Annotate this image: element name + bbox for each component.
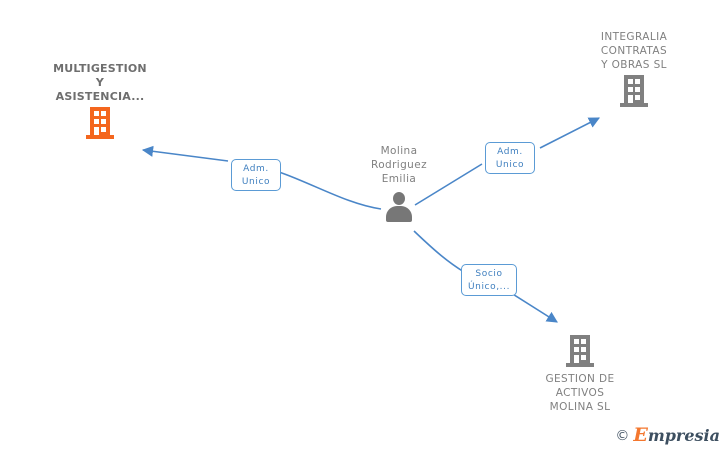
edge-line-integralia-head [539,117,600,149]
building-icon [86,107,114,139]
edge-line-integralia [414,163,483,206]
watermark-brand-rest: mpresia [647,426,720,445]
watermark-brand: Empresia [633,424,720,446]
edge-line-gestion-head [507,290,558,323]
node-label-gestion: GESTION DE ACTIVOS MOLINA SL [545,373,615,413]
edge-line-gestion [413,230,465,273]
building-icon [566,335,594,367]
watermark: © Empresia [615,424,720,446]
node-label-person: Molina Rodriguez Emilia [370,145,428,185]
edge-label-multigestion[interactable]: Adm. Unico [231,159,281,191]
edge-label-integralia[interactable]: Adm. Unico [485,142,535,174]
node-gestion[interactable]: GESTION DE ACTIVOS MOLINA SL [522,332,638,414]
watermark-brand-lead: E [633,424,648,446]
node-label-integralia: INTEGRALIA CONTRATAS Y OBRAS SL [600,31,668,71]
person-icon [382,192,416,224]
edge-label-gestion[interactable]: Socio Único,... [461,264,517,296]
node-person[interactable]: Molina Rodriguez Emilia [341,144,457,224]
building-icon [620,75,648,107]
node-label-multigestion: MULTIGESTION Y ASISTENCIA... [53,62,147,103]
copyright-icon: © [615,427,630,444]
node-integralia[interactable]: INTEGRALIA CONTRATAS Y OBRAS SL [575,30,693,107]
node-multigestion[interactable]: MULTIGESTION Y ASISTENCIA... [41,62,159,139]
edge-line-multigestion-head [141,145,229,162]
